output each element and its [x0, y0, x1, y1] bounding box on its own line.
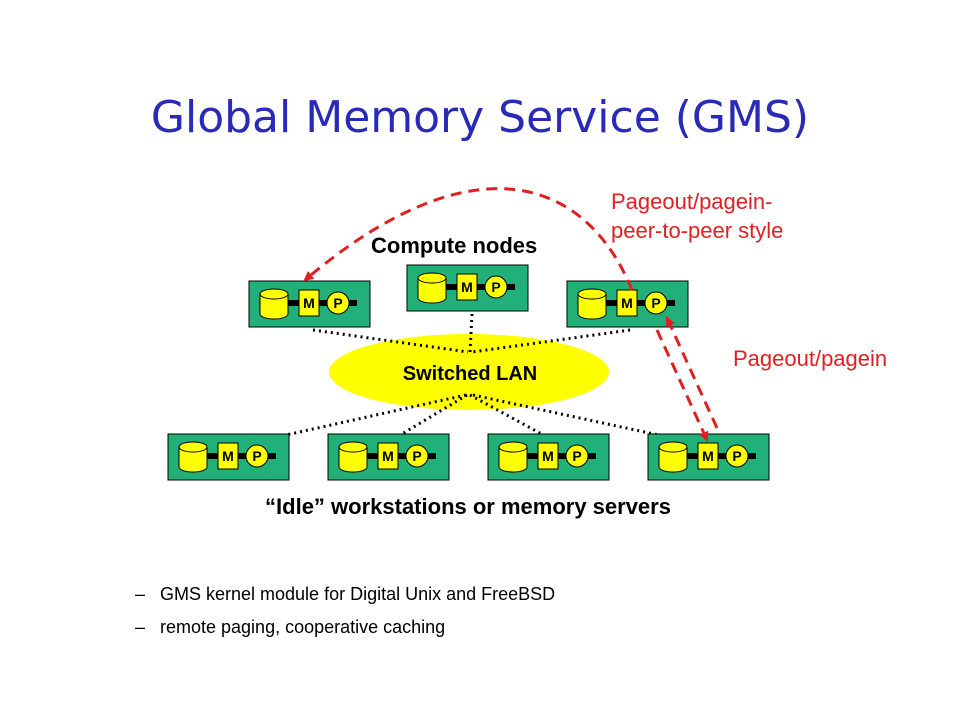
bullet-dash: –: [135, 584, 146, 604]
memory-label: M: [542, 448, 554, 464]
bus-bar: [287, 300, 299, 306]
bus-bar: [665, 300, 675, 306]
idle-workstations-label: “Idle” workstations or memory servers: [265, 494, 671, 519]
pageout-label: Pageout/pagein: [733, 346, 888, 371]
processor-label: P: [333, 295, 342, 311]
disk-icon: [338, 441, 368, 473]
processor-circle: [725, 444, 749, 468]
memory-label: M: [222, 448, 234, 464]
processor-circle: [565, 444, 589, 468]
memory-label: M: [303, 295, 315, 311]
bus-bar: [398, 453, 408, 459]
memory-box: [697, 442, 719, 470]
processor-circle: [405, 444, 429, 468]
memory-box: [616, 289, 638, 317]
bus-bar: [718, 453, 728, 459]
pageout-arrow-down: [655, 329, 709, 442]
memory-box: [377, 442, 399, 470]
p2p-arrow: [303, 187, 634, 291]
memory-label: M: [702, 448, 714, 464]
processor-circle: [484, 275, 508, 299]
bus-bar: [586, 453, 596, 459]
disk-icon: [658, 441, 688, 473]
bus-bar: [746, 453, 756, 459]
switched-lan-label: Switched LAN: [403, 363, 537, 385]
bullet-list: –GMS kernel module for Digital Unix and …: [135, 578, 555, 644]
disk-icon: [577, 288, 607, 320]
bus-bar: [206, 453, 218, 459]
bus-bar: [686, 453, 698, 459]
bullet-item: –GMS kernel module for Digital Unix and …: [135, 578, 555, 611]
processor-circle: [245, 444, 269, 468]
bus-bar: [366, 453, 378, 459]
bus-bar: [558, 453, 568, 459]
disk-icon: [259, 288, 289, 320]
link-idle-3: [469, 393, 548, 439]
disk-icon: [178, 441, 208, 473]
bus-bar: [637, 300, 647, 306]
bus-bar: [445, 284, 457, 290]
link-compute-right: [471, 328, 631, 354]
bullet-text: GMS kernel module for Digital Unix and F…: [160, 584, 556, 604]
bus-bar: [426, 453, 436, 459]
link-idle-2: [396, 393, 468, 439]
processor-label: P: [252, 448, 261, 464]
memory-box: [537, 442, 559, 470]
bus-bar: [605, 300, 617, 306]
link-compute-center: [468, 313, 474, 353]
processor-circle: [644, 291, 668, 315]
bus-bar: [505, 284, 515, 290]
memory-label: M: [382, 448, 394, 464]
processor-label: P: [732, 448, 741, 464]
bus-bar: [477, 284, 487, 290]
bus-bar: [266, 453, 276, 459]
bullet-text: remote paging, cooperative caching: [160, 617, 446, 637]
bus-bar: [347, 300, 357, 306]
switched-lan-ellipse: [329, 334, 609, 410]
link-compute-left: [312, 328, 469, 354]
pagein-arrow-up: [665, 316, 719, 429]
processor-label: P: [651, 295, 660, 311]
bus-bar: [319, 300, 329, 306]
p2p-label-line1: Pageout/pagein-: [611, 189, 773, 214]
p2p-label: Pageout/pagein- peer-to-peer style: [611, 187, 783, 245]
bullet-item: –remote paging, cooperative caching: [135, 611, 555, 644]
compute-nodes-label: Compute nodes: [371, 233, 538, 258]
processor-label: P: [491, 279, 500, 295]
memory-box: [217, 442, 239, 470]
processor-label: P: [572, 448, 581, 464]
processor-label: P: [412, 448, 421, 464]
bullet-dash: –: [135, 617, 146, 637]
bus-bar: [238, 453, 248, 459]
memory-label: M: [461, 279, 473, 295]
p2p-label-line2: peer-to-peer style: [611, 218, 784, 243]
slide-title: Global Memory Service (GMS): [150, 92, 810, 143]
bus-bar: [526, 453, 538, 459]
disk-icon: [417, 272, 447, 304]
memory-box: [298, 289, 320, 317]
memory-label: M: [621, 295, 633, 311]
disk-icon: [498, 441, 528, 473]
memory-box: [456, 273, 478, 301]
processor-circle: [326, 291, 350, 315]
